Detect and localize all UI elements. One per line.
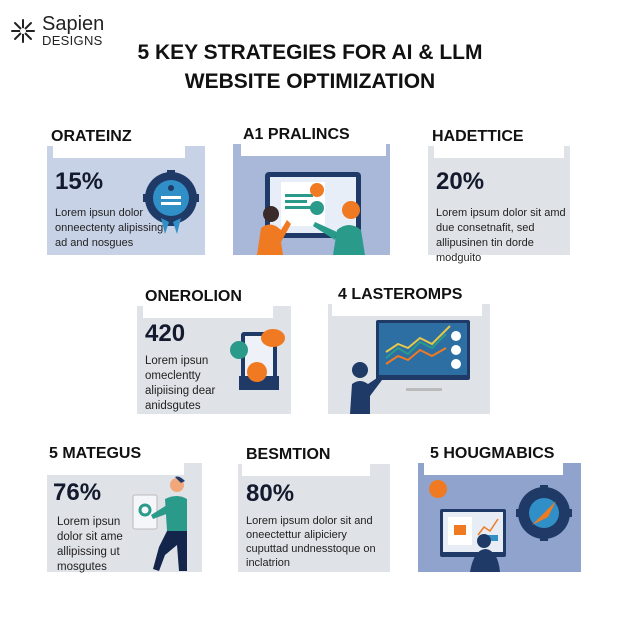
title-line-1: 5 KEY STRATEGIES FOR AI & LLM (137, 41, 483, 64)
strategy-card-8: 5 HOUGMABICS (418, 445, 581, 572)
card-tab (143, 298, 273, 318)
analytics-presenter-illustration (350, 320, 470, 414)
card-title: A1 PRALINCS (243, 126, 350, 143)
card-title: 4 LASTEROMPS (338, 286, 463, 303)
card-background (428, 146, 570, 255)
card-title: 5 MATEGUS (49, 445, 142, 462)
card-title: ONEROLION (145, 288, 242, 305)
card-description: Lorem ipsun dolor onneectenty alipissing… (55, 207, 164, 249)
card-tab (53, 138, 185, 158)
people-monitor-illustration (257, 172, 365, 255)
brand-logo: Sapien DESIGNS (10, 14, 104, 47)
page-title: 5 KEY STRATEGIES FOR AI & LLM WEBSITE OP… (110, 38, 510, 96)
strategy-card-2: A1 PRALINCS (233, 126, 390, 255)
card-description: Lorem ipsun dolor sit ame allipissing ut… (57, 516, 123, 573)
devices-icon (230, 329, 285, 390)
strategy-card-3: HADETTICE 20% Lorem ipsum dolor sit amd … (428, 128, 570, 264)
card-description: Lorem ipsum dolor sit and oneectettur al… (246, 515, 376, 569)
brand-name: Sapien (42, 13, 105, 35)
person-tablet-illustration (132, 476, 187, 571)
strategy-card-6: 5 MATEGUS 76% Lorem ipsun dolor sit ame … (47, 445, 202, 573)
card-tab (434, 138, 564, 158)
card-stat: 76% (53, 479, 102, 506)
computer-gear-illustration (429, 480, 572, 572)
gear-badge-icon (143, 170, 199, 234)
card-stat: 20% (436, 168, 485, 195)
card-title: HADETTICE (432, 128, 524, 145)
strategy-card-1: ORATEINZ 15% Lorem ipsun dolor onneecten… (47, 128, 205, 255)
card-tab (241, 136, 386, 156)
brand-subtitle: DESIGNS (42, 33, 103, 48)
strategy-card-5: 4 LASTEROMPS (328, 286, 490, 414)
card-title: BESMTION (246, 446, 331, 463)
strategy-card-4: ONEROLION 420 Lorem ipsun omeclentty ali… (137, 288, 291, 414)
card-description: Lorem ipsun omeclentty alipiising dear a… (145, 355, 216, 412)
starburst-icon (11, 19, 35, 43)
card-description: Lorem ipsum dolor sit amd due consetnafi… (436, 207, 566, 264)
card-tab (424, 455, 563, 475)
card-tab (242, 456, 370, 476)
card-title: ORATEINZ (51, 128, 132, 145)
title-line-2: WEBSITE OPTIMIZATION (184, 70, 436, 93)
card-stat: 80% (246, 480, 295, 507)
card-title: 5 HOUGMABICS (430, 445, 555, 462)
card-tab (47, 455, 184, 475)
card-stat: 420 (145, 320, 186, 347)
card-tab (332, 296, 482, 316)
card-stat: 15% (55, 168, 104, 195)
card-background (238, 464, 390, 572)
strategy-card-7: BESMTION 80% Lorem ipsum dolor sit and o… (238, 446, 390, 572)
